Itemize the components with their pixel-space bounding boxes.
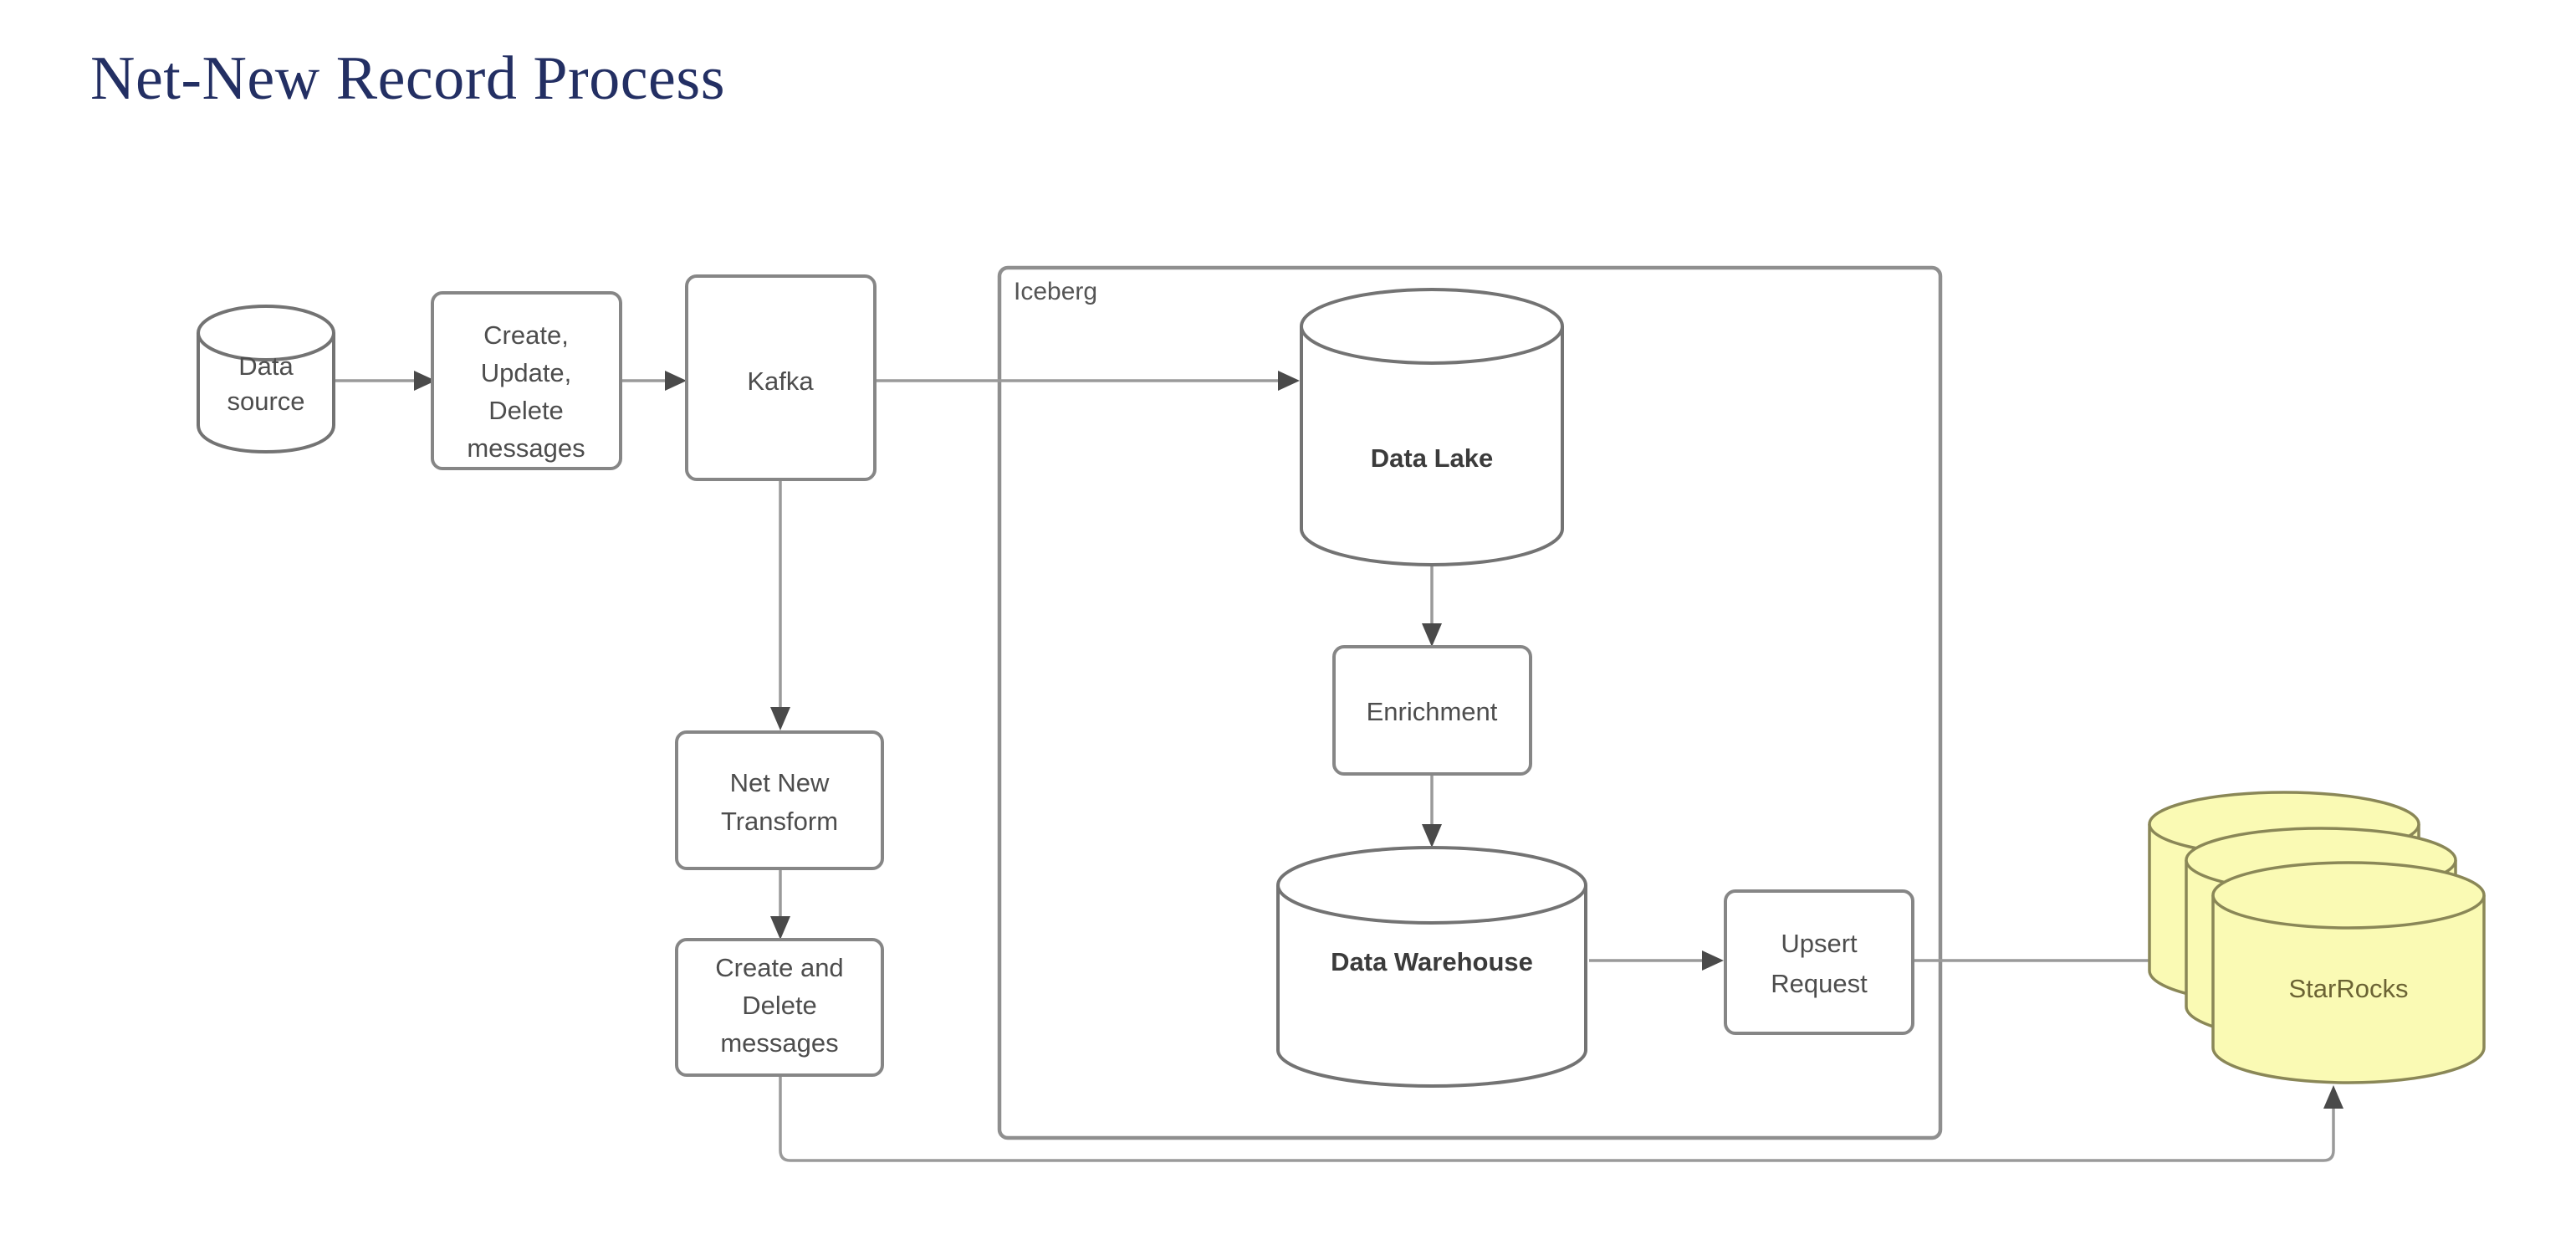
node-cud-messages[interactable]: Create, Update, Delete messages [431,291,622,470]
node-net-new-transform-label-line-0: Net New [730,768,830,797]
node-starrocks[interactable]: StarRocks [2148,791,2486,1084]
edge-create-delete-messages-to-starrocks [779,1075,2343,1162]
edge-data-lake-to-enrichment [1422,565,1442,647]
iceberg-container: Iceberg [997,265,1943,1140]
node-kafka-label: Kafka [747,366,814,396]
node-cud-messages-label-line-0: Create, [483,320,569,350]
node-data-lake-label: Data Lake [1371,443,1493,473]
node-upsert-request-label-line-0: Upsert [1781,929,1858,958]
node-enrichment-label: Enrichment [1367,697,1498,726]
node-enrichment[interactable]: Enrichment [1332,645,1532,776]
node-create-delete-messages-label-line-1: Delete [742,991,817,1020]
edge-kafka-to-net-new-transform [770,479,790,730]
node-upsert-request[interactable]: Upsert Request [1724,889,1914,1035]
edge-enrichment-to-data-warehouse [1422,774,1442,848]
node-create-delete-messages-label-line-0: Create and [715,953,843,982]
edge-data-source-to-cud-messages [335,371,436,391]
edge-kafka-to-data-lake [875,371,1300,391]
node-data-warehouse-label: Data Warehouse [1331,947,1533,976]
node-create-delete-messages-label-line-2: messages [720,1028,838,1058]
node-data-lake[interactable]: Data Lake [1300,288,1564,567]
node-data-source-label-line-1: source [227,387,304,416]
node-net-new-transform[interactable]: Net New Transform [675,730,884,870]
iceberg-container-box [997,265,1943,1140]
node-data-source[interactable]: Data source [197,305,335,454]
page-title: Net-New Record Process [90,44,725,113]
starrocks-cylinder-front [2211,861,2486,1084]
node-create-delete-messages[interactable]: Create and Delete messages [675,938,884,1077]
node-starrocks-label: StarRocks [2289,974,2409,1003]
edge-data-warehouse-to-upsert-request [1589,950,1724,971]
iceberg-container-label: Iceberg [1014,278,1097,305]
node-upsert-request-label-line-1: Request [1771,969,1868,998]
node-cud-messages-label-line-1: Update, [481,358,572,387]
node-cud-messages-label-line-2: Delete [488,396,564,425]
node-data-warehouse[interactable]: Data Warehouse [1276,846,1587,1089]
edge-net-new-transform-to-create-delete-messages [770,868,790,940]
node-cud-messages-label-line-3: messages [467,433,585,463]
node-data-source-label-line-0: Data [238,351,294,381]
node-kafka[interactable]: Kafka [685,274,877,481]
node-net-new-transform-label-line-1: Transform [721,807,838,836]
edge-cud-messages-to-kafka [621,371,687,391]
